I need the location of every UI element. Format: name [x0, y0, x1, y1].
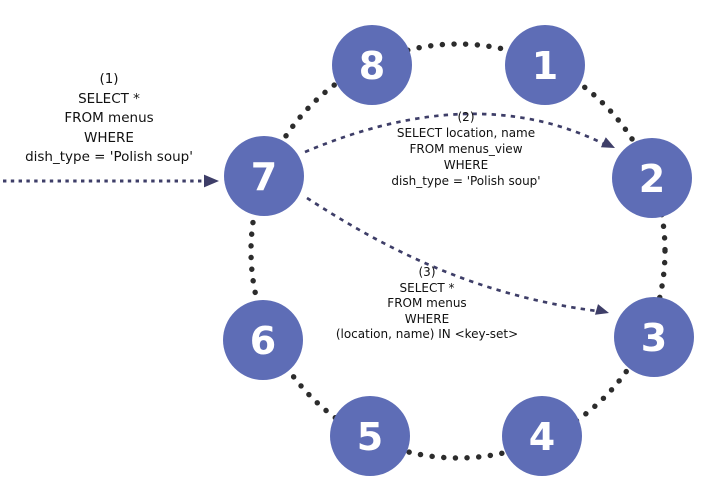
node-6: 6 [223, 300, 303, 380]
node-3-label: 3 [641, 316, 667, 360]
node-2-label: 2 [639, 157, 665, 201]
ring-dotted-circle [248, 41, 668, 461]
node-7: 7 [224, 136, 304, 216]
node-7-label: 7 [251, 155, 277, 199]
query-2-text: (2) SELECT location, name FROM menus_vie… [391, 110, 541, 188]
node-1-circle [505, 25, 585, 105]
node-2-circle [612, 138, 692, 218]
node-1: 1 [505, 25, 585, 105]
node-4-label: 4 [529, 415, 555, 459]
query3-arrow [306, 196, 609, 315]
query3-arrowhead-icon [595, 304, 609, 315]
node-4: 4 [502, 396, 582, 476]
query-1-text: (1) SELECT * FROM menus WHERE dish_type … [25, 71, 193, 165]
query2-arrow-line [304, 112, 605, 154]
node-2: 2 [612, 138, 692, 218]
query2-arrow [304, 112, 615, 154]
query1-arrow [3, 174, 219, 188]
query2-arrowhead-icon [600, 137, 615, 148]
node-3: 3 [614, 297, 694, 377]
query3-arrow-line [306, 196, 598, 313]
node-4-circle [502, 396, 582, 476]
query1-arrowhead-icon [204, 174, 219, 188]
query-3-text: (3) SELECT * FROM menus WHERE (location,… [335, 265, 519, 341]
node-6-circle [223, 300, 303, 380]
node-8-label: 8 [359, 44, 385, 88]
node-5-label: 5 [357, 415, 383, 459]
node-3-circle [614, 297, 694, 377]
node-5: 5 [330, 396, 410, 476]
node-8-circle [332, 25, 412, 105]
node-5-circle [330, 396, 410, 476]
node-1-label: 1 [532, 44, 558, 88]
node-6-label: 6 [250, 319, 276, 363]
node-7-circle [224, 136, 304, 216]
node-8: 8 [332, 25, 412, 105]
